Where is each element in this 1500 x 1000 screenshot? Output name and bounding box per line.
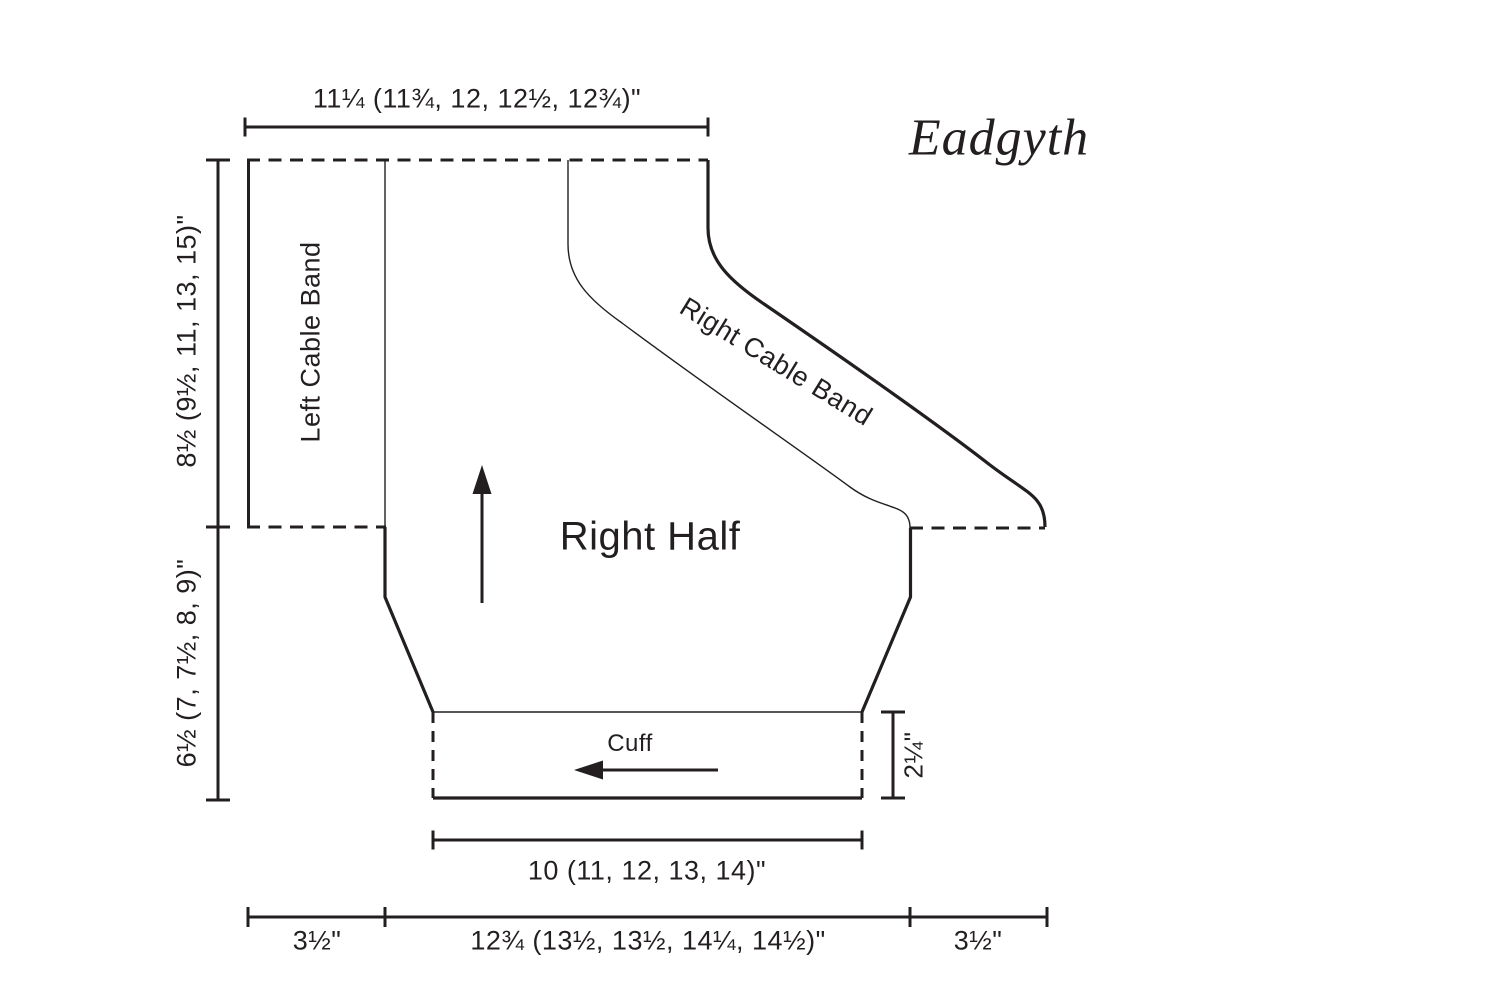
cuff-label: Cuff [607, 730, 653, 757]
bottom-left-dimension-label: 3½" [292, 925, 342, 956]
cuff-depth-dimension-label: 2¼" [898, 731, 929, 779]
right-cable-band-inner-curve [567, 160, 911, 529]
bottom-right-dimension-label: 3½" [953, 925, 1003, 956]
body-right-edge [860, 528, 913, 713]
body-left-edge [383, 527, 435, 713]
lower-height-dimension-label: 6½ (7, 7½, 8, 9)" [171, 558, 202, 768]
cuff-width-dimension-label: 10 (11, 12, 13, 14)" [527, 855, 767, 886]
left-height-dimension-line [206, 158, 230, 802]
right-cable-band-outer-curve [706, 160, 1047, 528]
cuff-depth-dimension-line [881, 710, 905, 800]
left-arrow-icon [574, 760, 718, 780]
bottom-center-dimension-label: 12¾ (13½, 13½, 14¼, 14½)" [470, 925, 826, 956]
piece-name-label: Right Half [559, 514, 741, 559]
cuff-width-dimension-line [431, 830, 864, 850]
left-cable-band-label: Left Cable Band [295, 241, 326, 443]
upper-height-dimension-label: 8½ (9½, 11, 13, 15)" [171, 214, 202, 468]
up-arrow-icon [472, 465, 492, 603]
top-width-dimension-line [243, 117, 710, 137]
bottom-width-dimension-line [246, 907, 1049, 927]
top-width-dimension-label: 11¼ (11¾, 12, 12½, 12¾)" [312, 83, 642, 114]
pattern-title: Eadgyth [908, 109, 1090, 167]
